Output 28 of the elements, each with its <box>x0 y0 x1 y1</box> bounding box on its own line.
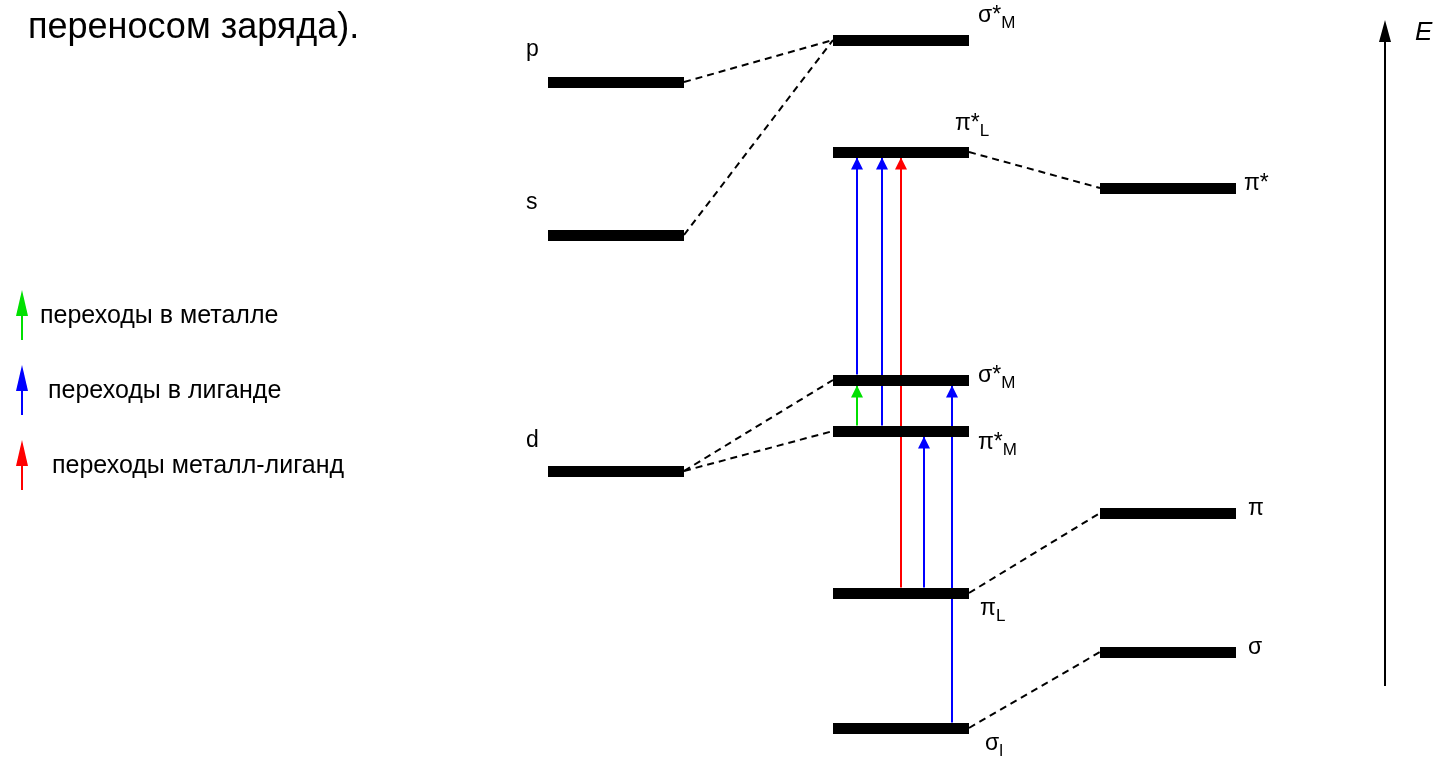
level-label: π* <box>1244 170 1269 194</box>
legend-text: переходы в металле <box>40 302 279 327</box>
level-label: π$_{L}$ <box>980 595 1006 624</box>
correlation-line <box>683 39 834 236</box>
transition-arrow <box>946 384 958 724</box>
correlation-line <box>968 151 1101 189</box>
level-label: p <box>526 36 539 60</box>
legend-text: переходы металл-лиганд <box>52 452 345 477</box>
transition-arrow <box>876 156 888 427</box>
level-label: σ <box>1248 634 1263 658</box>
level-label: π*$_{M}$ <box>978 429 1017 458</box>
level-label: d <box>526 427 539 451</box>
correlation-line <box>683 379 834 472</box>
level-label: σ*$_{M}$ <box>978 362 1016 391</box>
transition-arrow <box>851 156 863 376</box>
correlation-line <box>968 651 1101 729</box>
level-label: σ*$_{M}$ <box>978 2 1016 31</box>
level-label: s <box>526 189 538 213</box>
transition-arrow <box>851 384 863 427</box>
correlation-line <box>968 512 1101 594</box>
legend-text: переходы в лиганде <box>48 377 282 402</box>
transition-arrow <box>918 435 930 589</box>
level-label: π <box>1248 495 1264 519</box>
text-fragment: переносом заряда). <box>28 8 360 44</box>
axis-label: E <box>1415 18 1433 44</box>
transition-arrow <box>895 156 907 589</box>
level-label: π*$_{L}$ <box>955 110 990 139</box>
level-label: σ$_{l}$ <box>985 730 1003 759</box>
